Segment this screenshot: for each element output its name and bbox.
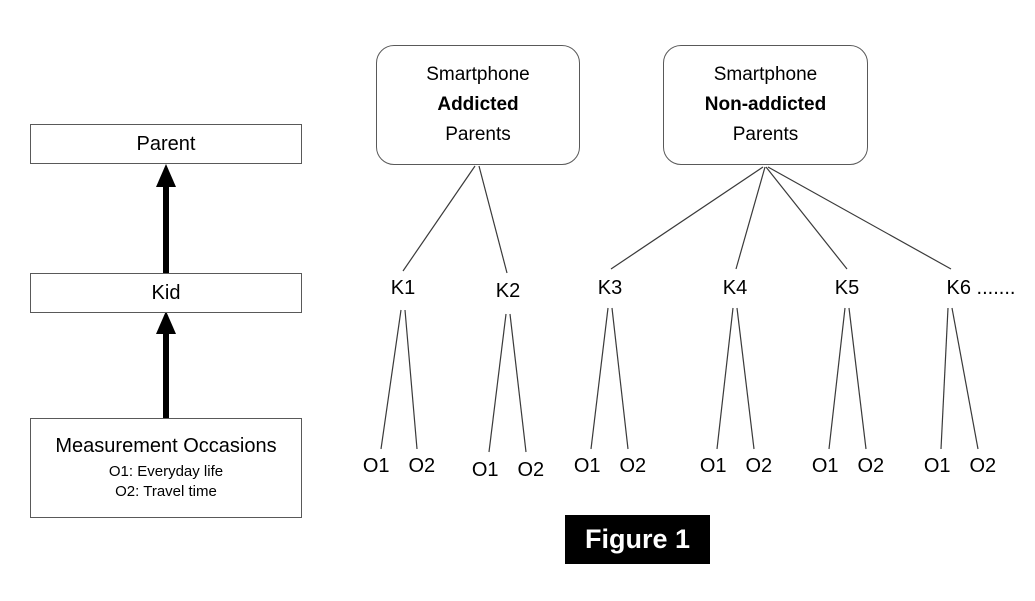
occasion-pair-k5: O1 O2 [812,455,884,478]
group-addicted-line2: Addicted [437,94,519,115]
kid-node-k5: K5 [834,277,860,299]
occasion-o1: O1 [699,455,727,477]
kid-box: Kid [30,273,302,313]
edges-kids-to-occasions [380,307,979,453]
parent-box: Parent [30,124,302,164]
group-nonaddicted-line3: Parents [732,124,799,145]
kid-node-k3: K3 [597,277,623,299]
occasion-o2: O2 [619,455,647,477]
occasion-pair-k3: O1 O2 [574,455,646,478]
occasion-pair-k6: O1 O2 [924,455,996,478]
figure-caption: Figure 1 [565,515,710,564]
group-nonaddicted-line1: Smartphone [713,64,818,85]
group-addicted-line1: Smartphone [426,64,530,85]
arrow-measurement-to-kid [156,311,176,418]
kid-node-k6: K6 ....... [946,277,1016,299]
occasion-o1: O1 [811,455,839,477]
occasion-o2: O2 [408,455,436,477]
arrow-kid-to-parent [156,164,176,273]
measurement-title: Measurement Occasions [55,434,277,457]
occasion-pair-k1: O1 O2 [363,455,435,478]
kid-node-k1: K1 [390,277,416,299]
figure-caption-text: Figure 1 [584,524,691,554]
occasion-o1: O1 [362,455,390,477]
occasion-o2: O2 [969,455,997,477]
occasion-o2: O2 [517,459,545,481]
edges-nonaddicted-to-kids [610,166,952,270]
edges-addicted-to-kids [402,165,508,274]
occasion-pair-k2: O1 O2 [472,459,544,482]
kid-node-k4: K4 [722,277,748,299]
kid-label: Kid [151,281,181,304]
group-addicted-line3: Parents [445,124,511,145]
kid-node-k2: K2 [495,280,521,302]
group-addicted-parents-box: Smartphone Addicted Parents [376,45,580,165]
group-nonaddicted-line2: Non-addicted [704,94,827,115]
occasion-o1: O1 [923,455,951,477]
measurement-occasions-box: Measurement Occasions O1: Everyday life … [30,418,302,518]
occasion-pair-k4: O1 O2 [700,455,772,478]
measurement-item-o1: O1: Everyday life [108,462,224,480]
occasion-o1: O1 [471,459,499,481]
occasion-o1: O1 [573,455,601,477]
measurement-item-o2: O2: Travel time [115,482,217,500]
occasion-o2: O2 [857,455,885,477]
parent-label: Parent [136,132,196,155]
group-nonaddicted-parents-box: Smartphone Non-addicted Parents [663,45,868,165]
occasion-o2: O2 [745,455,773,477]
